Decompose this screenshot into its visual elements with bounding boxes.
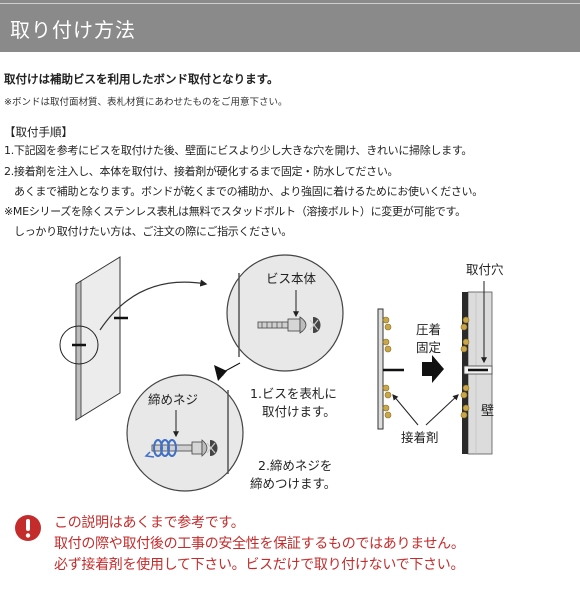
warning-line-3: 必ず接着剤を使用して下さい。ビスだけで取り付けないで下さい。 — [54, 557, 465, 573]
intro-note: ※ボンドは取付面材質、表札材質にあわせたものをご用意下さい。 — [4, 97, 288, 108]
intro-lead: 取付けは補助ビスを利用したボンド取付となります。 — [4, 72, 279, 86]
mount-hole-label: 取付穴 — [466, 262, 504, 277]
tighten-screw-label: 締めネジ — [148, 392, 198, 407]
arrow-head-icon — [214, 365, 227, 381]
steps-title: 【取付手順】 — [4, 125, 73, 139]
warning-line-1: この説明はあくまで参考です。 — [54, 515, 245, 531]
cross-section-plate — [377, 308, 404, 430]
step-line-5: しっかり取付けたい方は、ご注文の際にご指示ください。 — [14, 225, 292, 238]
press-arrow-icon — [422, 355, 444, 383]
step1-label-2: 取付けます。 — [262, 404, 336, 419]
installation-diagram: ビス本体 1.ビスを表札に 取付けます。 2.締めネジを 締めつけます。 締めネ… — [59, 254, 504, 492]
section-header: 取り付け方法 — [0, 0, 580, 52]
step-line-3: あくまで補助となります。ボンドが乾くまでの補助か、より強固に着けるためにお使いく… — [14, 185, 483, 198]
zoom-tighten-screw: 締めネジ — [126, 374, 244, 492]
adhesive-label: 接着剤 — [401, 430, 439, 445]
step1-label-1: 1.ビスを表札に — [250, 386, 337, 401]
zoom-screw-body: ビス本体 — [226, 254, 344, 372]
press-label-1: 圧着 — [416, 322, 441, 337]
header-divider — [0, 3, 580, 4]
exclamation-icon — [15, 515, 41, 541]
step2-label-1: 2.締めネジを — [258, 458, 332, 473]
step-line-1: 1.下記図を参考にビスを取付けた後、壁面にビスより少し大きな穴を開け、きれいに掃… — [4, 144, 473, 157]
cross-section-wall — [460, 291, 493, 455]
step-line-2: 2.接着剤を注入し、本体を取付け、接着剤が硬化するまで固定・防水してださい。 — [4, 165, 399, 178]
step-line-4: ※MEシリーズを除くステンレス表札は無料でスタッドボルト（溶接ボルト）に変更が可… — [4, 205, 466, 218]
nameplate-perspective — [59, 256, 208, 421]
step2-label-2: 締めつけます。 — [250, 476, 336, 491]
page-title: 取り付け方法 — [10, 18, 136, 42]
wall-label: 壁 — [481, 404, 494, 419]
warning-line-2: 取付の際や取付後の工事の安全性を保証するものではありません。 — [54, 536, 465, 552]
screw-body-label: ビス本体 — [266, 271, 317, 286]
press-label-2: 固定 — [416, 340, 441, 355]
